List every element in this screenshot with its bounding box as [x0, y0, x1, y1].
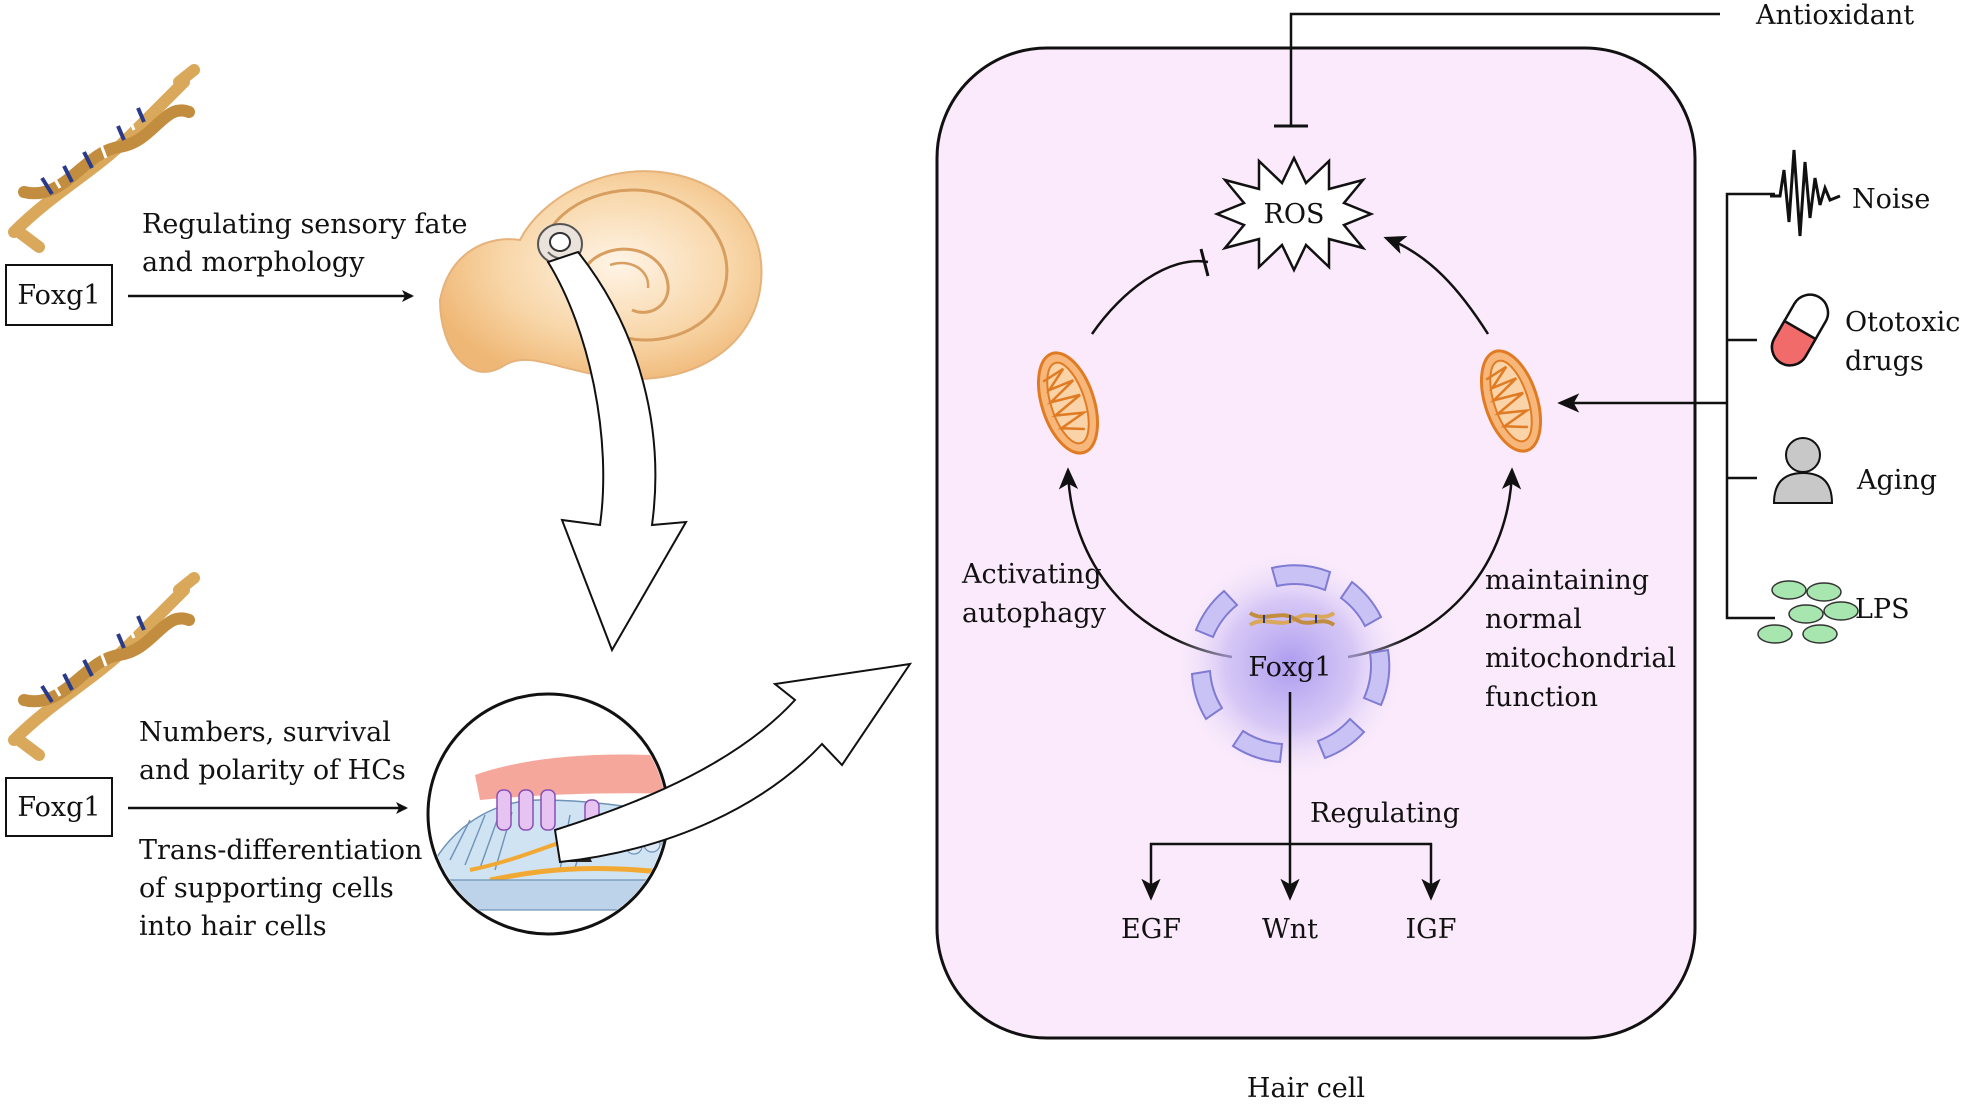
zoom-arrow-right [553, 662, 913, 864]
target-wnt: Wnt [1262, 914, 1318, 945]
foxg1-label-bottom: Foxg1 [17, 792, 100, 823]
ros-label: ROS [1264, 199, 1325, 230]
foxg1-label-top: Foxg1 [17, 280, 100, 311]
nucleus-icon [1172, 547, 1408, 783]
target-igf: IGF [1406, 914, 1457, 945]
aging-label: Aging [1856, 465, 1937, 496]
mito-function-label-line3: mitochondrial [1485, 643, 1676, 674]
mito-function-label-line1: maintaining [1485, 565, 1649, 596]
arc-inhibition-bar [1199, 248, 1210, 277]
stressor-bracket [1725, 192, 1775, 620]
ototoxic-label-line2: drugs [1845, 346, 1924, 377]
noise-label: Noise [1852, 184, 1930, 215]
autophagy-label-line2: autophagy [962, 598, 1107, 629]
target-egf: EGF [1121, 914, 1181, 945]
ototoxic-label-line1: Ototoxic [1845, 307, 1960, 338]
foxg1-box-bottom [5, 777, 113, 837]
antioxidant-inhibition-line [1289, 12, 1720, 125]
autophagy-label-line1: Activating [961, 559, 1102, 590]
person-icon [1772, 437, 1834, 504]
transdiff-label-line1: Trans-differentiation [139, 835, 422, 866]
transdiff-label-line3: into hair cells [139, 911, 327, 942]
sensory-fate-label-line1: Regulating sensory fate [142, 209, 467, 240]
mito-function-label-line2: normal [1485, 604, 1582, 635]
lps-label: LPS [1855, 594, 1910, 625]
nucleus-foxg1-label: Foxg1 [1248, 652, 1331, 683]
hc-label-line1: Numbers, survival [139, 717, 391, 748]
transdiff-label-line2: of supporting cells [139, 873, 394, 904]
ros-star-icon [1213, 155, 1375, 273]
antioxidant-label: Antioxidant [1755, 0, 1914, 31]
lps-bacteria-icon [1757, 580, 1859, 644]
arc-mito-left-to-ros [1090, 259, 1209, 335]
noise-icon [1770, 149, 1841, 237]
arc-mito-right-to-ros [1383, 235, 1490, 335]
mito-function-label-line4: function [1485, 682, 1598, 713]
hair-cell-caption: Hair cell [1247, 1073, 1365, 1104]
zoom-arrow-down [546, 250, 688, 653]
pill-icon [1770, 293, 1830, 367]
regulating-label: Regulating [1310, 798, 1460, 829]
hc-label-line2: and polarity of HCs [139, 755, 406, 786]
sensory-fate-label-line2: and morphology [142, 247, 365, 278]
foxg1-box-top [5, 264, 113, 326]
